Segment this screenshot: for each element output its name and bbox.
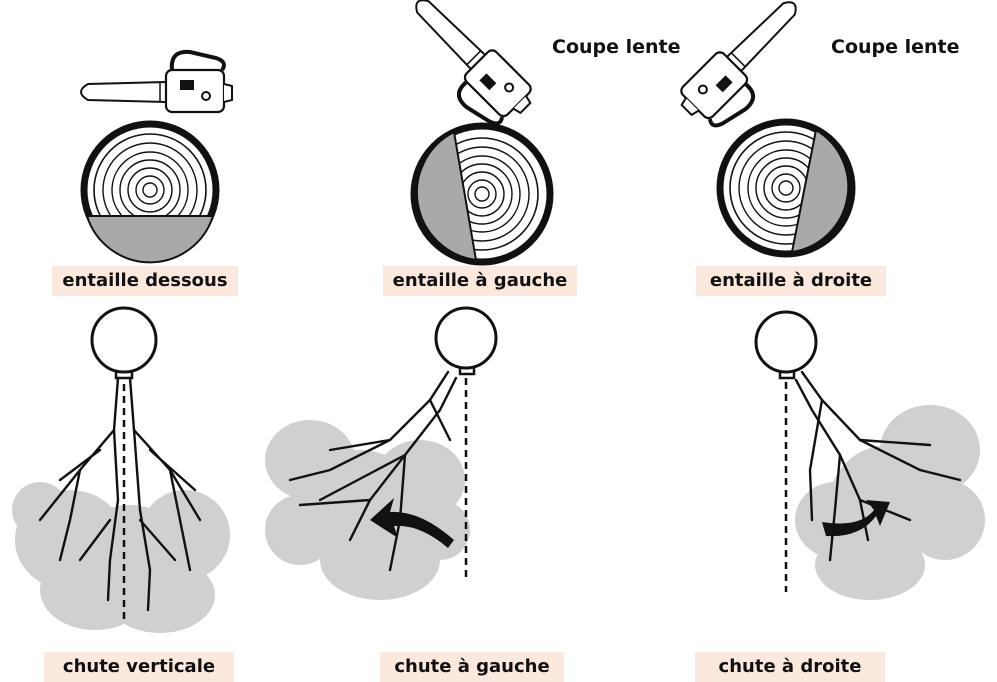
label-fall-vertical: chute verticale bbox=[44, 652, 234, 682]
slow-cut-note: Coupe lente bbox=[552, 36, 681, 58]
tree-branch-icon bbox=[12, 308, 230, 633]
chainsaw-icon bbox=[673, 0, 822, 139]
log-section-icon bbox=[414, 126, 550, 262]
log-section-icon bbox=[720, 122, 852, 254]
chainsaw-icon bbox=[81, 52, 232, 112]
label-fall-left: chute à gauche bbox=[380, 652, 564, 682]
tree-branch-icon bbox=[756, 312, 985, 600]
chainsaw-icon bbox=[389, 0, 538, 137]
label-notch-under: entaille dessous bbox=[52, 266, 238, 296]
label-fall-right: chute à droite bbox=[695, 652, 885, 682]
foliage bbox=[795, 405, 985, 600]
tree-branch-icon bbox=[265, 308, 496, 600]
foliage bbox=[12, 482, 230, 633]
label-notch-left: entaille à gauche bbox=[383, 266, 577, 296]
log-section-icon bbox=[84, 124, 216, 262]
slow-cut-note: Coupe lente bbox=[831, 36, 960, 58]
foliage bbox=[265, 420, 470, 600]
label-notch-right: entaille à droite bbox=[696, 266, 886, 296]
